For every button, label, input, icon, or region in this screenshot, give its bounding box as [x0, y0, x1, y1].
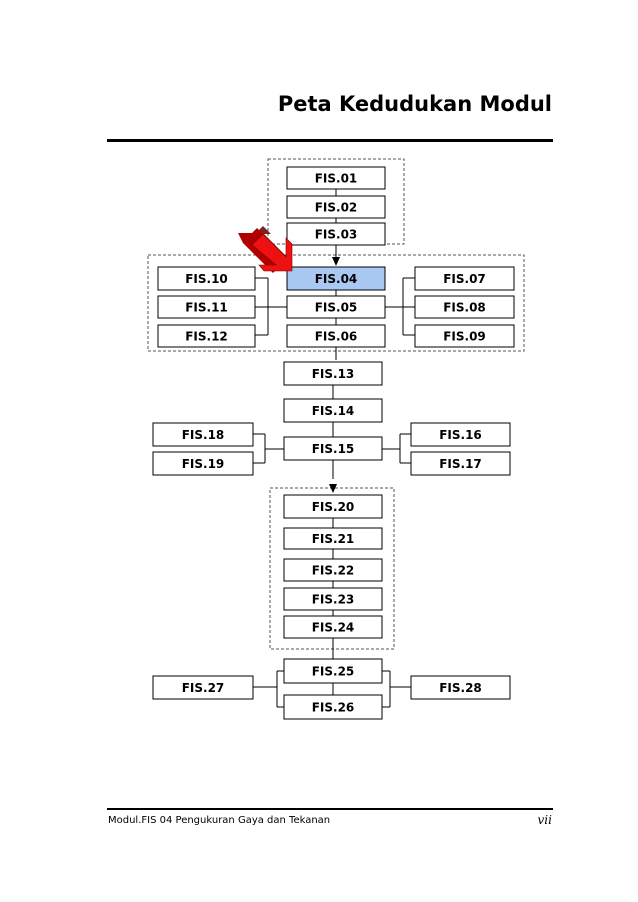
page-title: Peta Kedudukan Modul: [277, 92, 552, 116]
group-outline-top: [267, 158, 405, 245]
module-label-fis28: FIS.28: [439, 681, 482, 695]
page-number: vii: [537, 813, 552, 827]
module-label-fis19: FIS.19: [182, 457, 225, 471]
module-box-fis17: FIS.17: [410, 451, 511, 476]
module-box-fis12: FIS.12: [157, 324, 256, 348]
module-label-fis10: FIS.10: [185, 272, 228, 286]
module-label-fis14: FIS.14: [312, 404, 355, 418]
module-label-fis02: FIS.02: [315, 201, 358, 215]
module-label-fis13: FIS.13: [312, 367, 355, 381]
module-box-fis11: FIS.11: [157, 295, 256, 319]
module-box-fis21: FIS.21: [283, 527, 383, 550]
connector-lines: [253, 189, 415, 708]
module-label-fis05: FIS.05: [315, 301, 358, 315]
module-label-fis09: FIS.09: [443, 330, 486, 344]
title-rule: [107, 139, 553, 142]
module-box-fis01: FIS.01: [286, 166, 386, 190]
module-box-fis02: FIS.02: [286, 195, 386, 219]
module-box-fis22: FIS.22: [283, 558, 383, 582]
module-box-fis14: FIS.14: [283, 398, 383, 423]
module-label-fis16: FIS.16: [439, 428, 482, 442]
module-label-fis17: FIS.17: [439, 457, 482, 471]
module-label-fis15: FIS.15: [312, 442, 355, 456]
module-label-fis12: FIS.12: [185, 330, 228, 344]
module-label-fis23: FIS.23: [312, 593, 355, 607]
module-label-fis18: FIS.18: [182, 428, 225, 442]
module-label-fis26: FIS.26: [312, 701, 355, 715]
module-label-fis07: FIS.07: [443, 272, 486, 286]
arrowhead-to-fis20: [329, 484, 337, 493]
module-box-fis27: FIS.27: [152, 675, 254, 700]
module-label-fis20: FIS.20: [312, 500, 355, 514]
module-box-fis03: FIS.03: [286, 222, 386, 246]
module-label-fis06: FIS.06: [315, 330, 358, 344]
footer-rule: [107, 808, 553, 810]
module-box-fis18: FIS.18: [152, 422, 254, 447]
module-box-fis08: FIS.08: [414, 295, 515, 319]
module-label-fis01: FIS.01: [315, 172, 358, 186]
module-box-fis13: FIS.13: [283, 361, 383, 386]
module-label-fis11: FIS.11: [185, 301, 228, 315]
module-label-fis27: FIS.27: [182, 681, 225, 695]
module-box-fis20: FIS.20: [283, 494, 383, 519]
module-box-fis07: FIS.07: [414, 266, 515, 291]
module-box-fis19: FIS.19: [152, 451, 254, 476]
module-box-fis26: FIS.26: [283, 694, 383, 720]
module-box-fis04-current: FIS.04: [286, 266, 386, 291]
module-box-fis24: FIS.24: [283, 615, 383, 639]
module-label-fis08: FIS.08: [443, 301, 486, 315]
module-label-fis21: FIS.21: [312, 532, 355, 546]
module-label-fis25: FIS.25: [312, 665, 355, 679]
module-box-fis15: FIS.15: [283, 436, 383, 461]
module-box-fis05: FIS.05: [286, 295, 386, 319]
module-label-fis22: FIS.22: [312, 564, 355, 578]
module-box-fis06: FIS.06: [286, 324, 386, 348]
module-label-fis03: FIS.03: [315, 228, 358, 242]
module-box-fis25: FIS.25: [283, 658, 383, 684]
module-box-fis09: FIS.09: [414, 324, 515, 348]
module-box-fis28: FIS.28: [410, 675, 511, 700]
footer-module-title: Modul.FIS 04 Pengukuran Gaya dan Tekanan: [108, 815, 331, 826]
module-box-fis16: FIS.16: [410, 422, 511, 447]
current-module-pointer-arrow: [238, 226, 293, 273]
module-label-fis04: FIS.04: [315, 272, 358, 286]
arrowhead-to-fis04: [332, 257, 340, 266]
module-box-fis10: FIS.10: [157, 266, 256, 291]
module-label-fis24: FIS.24: [312, 621, 355, 635]
module-box-fis23: FIS.23: [283, 587, 383, 611]
